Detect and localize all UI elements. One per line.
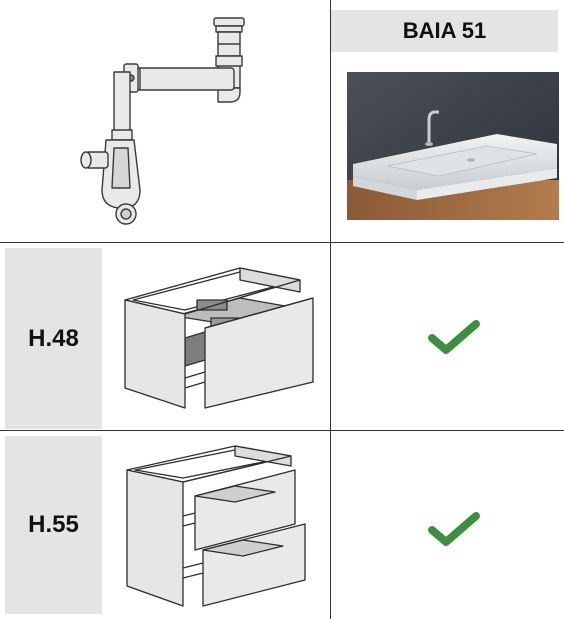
row-label-cell-h55: H.55 xyxy=(5,436,102,614)
cabinet-one-drawer-icon xyxy=(124,267,314,409)
row-divider-1 xyxy=(0,242,564,243)
row-label-h55: H.55 xyxy=(28,511,79,538)
product-title: BAIA 51 xyxy=(402,18,487,43)
siphon-drawing-icon xyxy=(80,17,245,225)
cabinet-two-drawers-icon xyxy=(126,445,306,607)
row-divider-2 xyxy=(0,430,564,431)
row-label-h48: H.48 xyxy=(28,324,79,352)
column-divider xyxy=(330,0,331,619)
checkmark-icon xyxy=(428,512,480,546)
washbasin-photo xyxy=(347,72,559,220)
row-label-cell-h48: H.48 xyxy=(5,248,102,429)
header-cell: BAIA 51 xyxy=(331,10,558,52)
checkmark-icon xyxy=(428,320,480,354)
